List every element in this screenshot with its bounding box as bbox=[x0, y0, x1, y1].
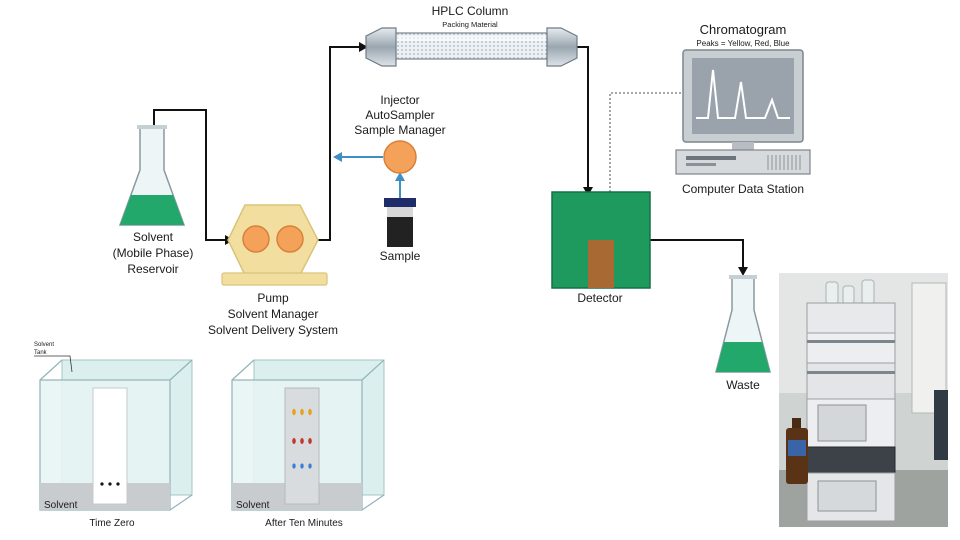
column-subtitle: Packing Material bbox=[442, 20, 498, 29]
pump-base bbox=[221, 272, 328, 286]
waste-flask-rim bbox=[729, 275, 757, 279]
hplc-instrument-photo bbox=[779, 273, 948, 527]
station-label: Computer Data Station bbox=[682, 182, 804, 196]
column-to-detector-line bbox=[577, 46, 589, 188]
module-stripe bbox=[807, 371, 895, 374]
vent-grill bbox=[767, 155, 801, 170]
detector-to-waste-line bbox=[650, 239, 744, 268]
computer-data-station bbox=[675, 49, 811, 175]
pump-label-line3: Solvent Delivery System bbox=[208, 323, 338, 337]
red-spots bbox=[292, 438, 312, 444]
solvent-bottle bbox=[861, 279, 875, 305]
waste-fill bbox=[716, 342, 770, 372]
solvent-reservoir-flask bbox=[118, 125, 186, 226]
ten-minutes-caption: After Ten Minutes bbox=[265, 518, 343, 529]
injector-flow-arrows bbox=[333, 152, 405, 198]
origin-spot bbox=[108, 482, 112, 486]
tlc-plate bbox=[284, 387, 320, 505]
chromatogram-title: Chromatogram bbox=[700, 22, 787, 37]
data-cable bbox=[609, 92, 686, 192]
tank-label-line2: Tank bbox=[34, 350, 48, 356]
chromatogram-trace bbox=[696, 69, 790, 119]
origin-spot bbox=[116, 482, 120, 486]
injector-valve bbox=[383, 140, 417, 174]
module-stripe bbox=[807, 340, 895, 343]
drive-slot bbox=[686, 156, 736, 160]
column-highlight bbox=[384, 36, 556, 41]
pump-body bbox=[227, 204, 319, 276]
solvent-bottle bbox=[825, 281, 839, 305]
injector-label-line3: Sample Manager bbox=[354, 123, 445, 137]
detector-cell bbox=[588, 240, 614, 288]
time-zero-caption: Time Zero bbox=[89, 518, 135, 529]
column-left-fitting bbox=[365, 27, 397, 67]
sample-label: Sample bbox=[380, 249, 421, 263]
instrument-module bbox=[806, 362, 896, 400]
tank-label-line1: Solvent bbox=[34, 342, 54, 348]
tlc-tank-ten-minutes bbox=[231, 359, 385, 511]
right-solvent-label: Solvent bbox=[236, 500, 270, 511]
solvent-label-line1: Solvent bbox=[133, 230, 174, 244]
solvent-label-line2: (Mobile Phase) bbox=[113, 246, 194, 260]
sample-vial-cap bbox=[384, 198, 416, 207]
monitor-stand bbox=[732, 142, 754, 150]
injector-arrowhead bbox=[333, 152, 342, 162]
injector-label-line2: AutoSampler bbox=[365, 108, 434, 122]
waste-inlet-arrowhead bbox=[738, 267, 748, 276]
pump-head-left bbox=[242, 225, 270, 253]
drive-slot-2 bbox=[686, 163, 716, 166]
pump-label-line2: Solvent Manager bbox=[228, 307, 319, 321]
column-inlet-arrowhead bbox=[359, 42, 368, 52]
amber-bottle-neck bbox=[792, 418, 801, 428]
tlc-tank-time-zero bbox=[39, 359, 193, 511]
detector bbox=[551, 191, 651, 289]
instrument-module bbox=[806, 332, 896, 364]
module-door bbox=[817, 480, 877, 512]
module-door bbox=[817, 404, 867, 442]
column-title: HPLC Column bbox=[432, 4, 509, 18]
pump bbox=[221, 204, 328, 286]
left-solvent-label: Solvent bbox=[44, 500, 78, 511]
waste-label: Waste bbox=[726, 378, 760, 392]
waste-flask bbox=[715, 275, 771, 373]
pump-head-right bbox=[276, 225, 304, 253]
pump-to-column-line bbox=[315, 46, 360, 241]
yellow-spots bbox=[292, 408, 312, 416]
chromatogram-subtitle: Peaks = Yellow, Red, Blue bbox=[696, 39, 790, 48]
sample-vial bbox=[384, 198, 416, 247]
pump-label-line1: Pump bbox=[257, 291, 289, 305]
hplc-column bbox=[365, 27, 578, 67]
amber-bottle-label bbox=[788, 440, 806, 456]
reservoir-flask-rim bbox=[137, 125, 167, 129]
sample-arrowhead bbox=[395, 172, 405, 181]
computer-base bbox=[675, 149, 811, 175]
solvent-label-line3: Reservoir bbox=[127, 262, 178, 276]
tlc-plate bbox=[92, 387, 128, 505]
instrument-module bbox=[806, 302, 896, 334]
monitor-edge bbox=[934, 390, 948, 460]
origin-spot bbox=[100, 482, 104, 486]
sample-vial-glass bbox=[387, 207, 413, 217]
detector-label: Detector bbox=[577, 291, 622, 305]
instrument-module bbox=[806, 446, 896, 474]
column-right-fitting bbox=[546, 27, 578, 67]
blue-spots bbox=[292, 463, 312, 469]
reservoir-solvent-fill bbox=[120, 195, 184, 225]
solvent-bottle bbox=[842, 285, 855, 305]
injector-label-line1: Injector bbox=[380, 93, 419, 107]
tank-label-leader bbox=[34, 355, 73, 373]
